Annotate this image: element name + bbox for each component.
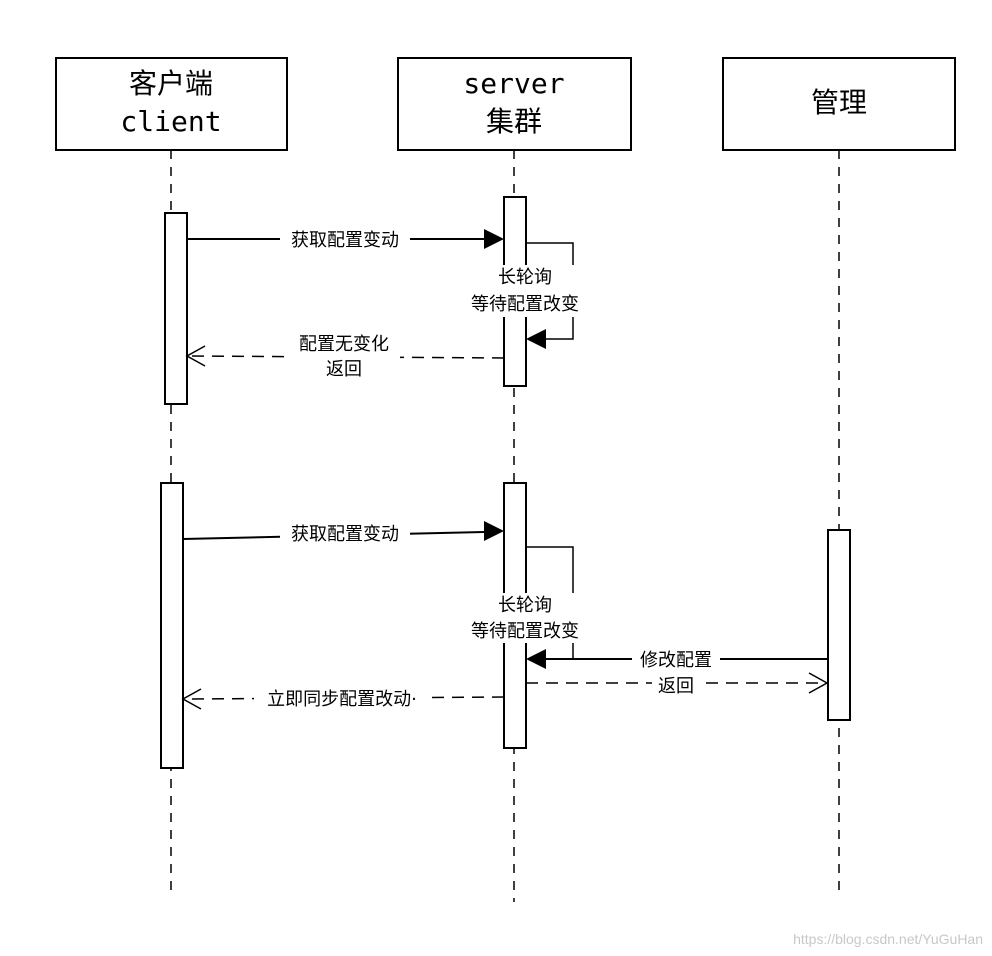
activation-admin xyxy=(827,529,851,721)
message-get-change-1: 获取配置变动 xyxy=(187,227,504,251)
participant-server-label-line1: server xyxy=(463,67,564,100)
participant-admin: 管理 xyxy=(722,57,956,151)
message-no-change-return-label-line1: 配置无变化 xyxy=(299,334,389,355)
watermark: https://blog.csdn.net/YuGuHan xyxy=(793,931,983,947)
activation-client-2 xyxy=(160,482,184,769)
message-long-poll-2-label-line1: 长轮询 xyxy=(498,595,552,616)
message-modify-return-label: 返回 xyxy=(658,676,694,697)
message-get-change-2: 获取配置变动 xyxy=(182,521,504,545)
participant-admin-label: 管理 xyxy=(811,86,867,119)
message-get-change-2-label: 获取配置变动 xyxy=(291,524,399,545)
message-sync-change: 立即同步配置改动· xyxy=(181,686,505,710)
activation-client-1 xyxy=(164,212,188,405)
participant-client: 客户端 client xyxy=(55,57,288,151)
message-long-poll-2: 长轮询 等待配置改变 xyxy=(458,546,590,658)
message-sync-change-label: 立即同步配置改动· xyxy=(267,689,417,710)
message-long-poll-1: 长轮询 等待配置改变 xyxy=(458,242,590,349)
message-long-poll-2-label-line2: 等待配置改变 xyxy=(471,621,579,642)
message-long-poll-1-label-line1: 长轮询 xyxy=(498,267,552,288)
participant-server-label-line2: 集群 xyxy=(486,105,542,138)
message-no-change-return: 配置无变化 返回 xyxy=(185,334,505,382)
message-get-change-1-label: 获取配置变动 xyxy=(291,230,399,251)
message-long-poll-1-label-line2: 等待配置改变 xyxy=(471,294,579,315)
message-no-change-return-label-line2: 返回 xyxy=(326,359,362,380)
message-modify-return: 返回 xyxy=(526,672,829,697)
message-modify-config-label: 修改配置 xyxy=(640,650,712,671)
participant-client-label-line2: client xyxy=(120,105,221,138)
participant-client-label-line1: 客户端 xyxy=(129,67,213,100)
message-modify-config: 修改配置 xyxy=(526,647,828,671)
participant-server-cluster: server 集群 xyxy=(397,57,632,151)
